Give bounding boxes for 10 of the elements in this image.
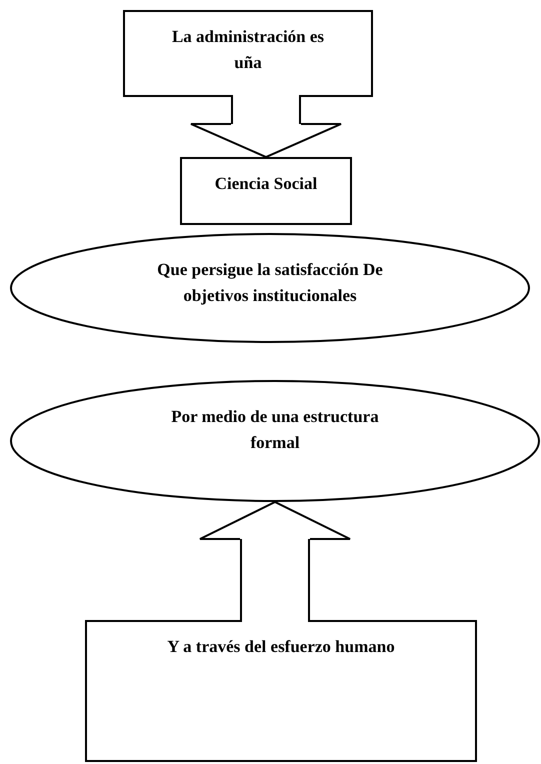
node-text: Y a través del esfuerzo humano	[167, 636, 395, 658]
text-box	[123, 10, 373, 97]
node-text: Ciencia Social	[214, 173, 318, 195]
text-box	[180, 157, 352, 225]
ellipse-node	[10, 233, 530, 343]
ellipse-node	[10, 380, 540, 502]
node-text: La administración es uña	[170, 26, 326, 74]
text-box	[85, 620, 477, 762]
node-text: Que persigue la satisfacción De objetivos institucionales	[156, 259, 384, 308]
node-text: Por medio de una estructura formal	[170, 406, 380, 454]
